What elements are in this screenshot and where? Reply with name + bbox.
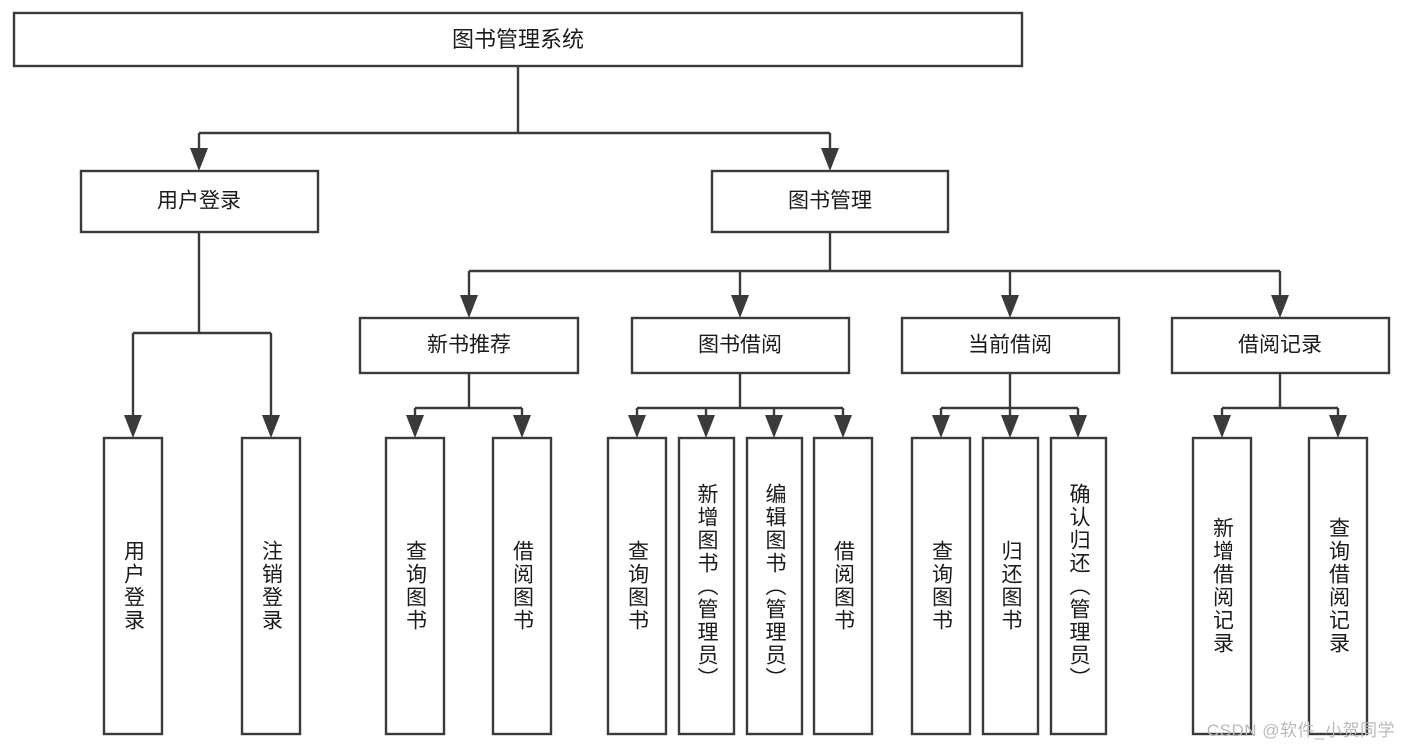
- connector-group-borrow-record: [1213, 373, 1347, 438]
- node-borrow-record[interactable]: 借阅记录: [1170, 316, 1391, 375]
- csdn-watermark: CSDN @软件_小贺同学: [1206, 721, 1395, 740]
- arrow-head-leaf-user-logout: [262, 415, 280, 438]
- node-current-borrow-box[interactable]: [900, 316, 1121, 375]
- arrow-head-new-book-recommend: [460, 295, 478, 318]
- leaf-query-record-box[interactable]: [1307, 436, 1369, 736]
- node-book-management-label: 图书管理: [788, 190, 872, 213]
- node-book-borrow-label: 图书借阅: [698, 334, 782, 357]
- connector-group-book-management: [460, 232, 1289, 318]
- arrow-head-borrow-record: [1271, 295, 1289, 318]
- node-new-book-recommend-box[interactable]: [358, 316, 580, 375]
- leaf-query-book-2-box[interactable]: [606, 436, 668, 736]
- node-book-borrow[interactable]: 图书借阅: [630, 316, 851, 375]
- arrow-head-leaf-query-book-2: [628, 415, 646, 438]
- arrow-head-book-borrow: [731, 295, 749, 318]
- leaf-edit-book-box[interactable]: [745, 436, 804, 736]
- arrow-head-user-login: [190, 148, 208, 171]
- arrow-head-leaf-query-record: [1329, 415, 1347, 438]
- node-new-book-recommend-label: 新书推荐: [427, 334, 511, 357]
- arrow-head-leaf-return-book: [1001, 415, 1019, 438]
- arrow-head-leaf-edit-book: [765, 415, 783, 438]
- arrow-head-leaf-query-book-1: [406, 415, 424, 438]
- leaf-query-book-1-box[interactable]: [384, 436, 446, 736]
- arrow-head-leaf-borrow-book-2: [834, 415, 852, 438]
- node-user-login-label: 用户登录: [157, 190, 241, 213]
- leaf-add-book-box[interactable]: [677, 436, 736, 736]
- leaf-add-record-box[interactable]: [1191, 436, 1253, 736]
- leaf-query-book-3-box[interactable]: [910, 436, 972, 736]
- node-book-management-box[interactable]: [710, 169, 950, 234]
- connector-group-book-borrow: [628, 373, 852, 438]
- arrow-head-leaf-user-login: [124, 415, 142, 438]
- arrow-head-current-borrow: [1001, 295, 1019, 318]
- connector-group-new-book-recommend: [406, 373, 531, 438]
- node-book-management[interactable]: 图书管理: [710, 169, 950, 234]
- leaf-user-login-box[interactable]: [102, 436, 164, 736]
- arrow-head-book-management: [821, 148, 839, 171]
- arrow-head-leaf-add-record: [1213, 415, 1231, 438]
- connector-group-current-borrow: [932, 373, 1087, 438]
- arrow-head-leaf-borrow-book-1: [513, 415, 531, 438]
- leaf-user-logout-box[interactable]: [240, 436, 302, 736]
- leaf-borrow-book-2-box[interactable]: [812, 436, 874, 736]
- leaf-borrow-book-1-box[interactable]: [491, 436, 553, 736]
- node-current-borrow-label: 当前借阅: [968, 334, 1052, 357]
- node-borrow-record-box[interactable]: [1170, 316, 1391, 375]
- node-root-label: 图书管理系统: [452, 27, 584, 52]
- node-root[interactable]: 图书管理系统: [12, 11, 1024, 68]
- leaf-confirm-return-box[interactable]: [1049, 436, 1108, 736]
- connector-group-root: [190, 66, 839, 171]
- node-borrow-record-label: 借阅记录: [1238, 334, 1322, 357]
- node-user-login[interactable]: 用户登录: [79, 169, 320, 234]
- arrow-head-leaf-confirm-return: [1069, 415, 1087, 438]
- node-new-book-recommend[interactable]: 新书推荐: [358, 316, 580, 375]
- leaf-return-book-box[interactable]: [981, 436, 1040, 736]
- node-user-login-box[interactable]: [79, 169, 320, 234]
- node-root-box[interactable]: [12, 11, 1024, 68]
- arrow-head-leaf-add-book: [697, 415, 715, 438]
- node-book-borrow-box[interactable]: [630, 316, 851, 375]
- leaf-boxes: [102, 436, 1369, 736]
- arrow-head-leaf-query-book-3: [932, 415, 950, 438]
- node-current-borrow[interactable]: 当前借阅: [900, 316, 1121, 375]
- connector-group-user-login: [124, 232, 280, 438]
